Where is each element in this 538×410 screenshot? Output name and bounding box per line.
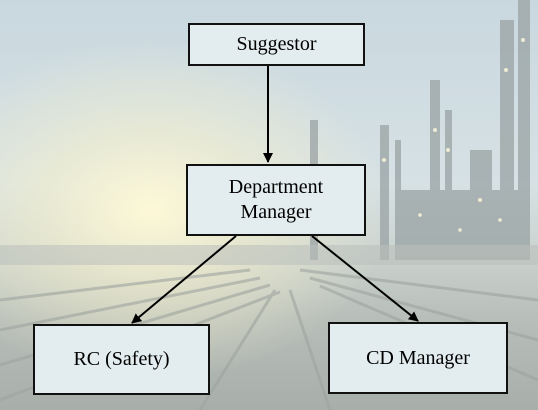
arrow-department-manager-to-rc-safety xyxy=(131,235,237,324)
node-suggestor: Suggestor xyxy=(188,23,365,66)
node-cd-manager: CD Manager xyxy=(328,322,508,394)
arrow-department-manager-to-cd-manager xyxy=(311,235,419,322)
node-rc-safety-label: RC (Safety) xyxy=(73,348,170,370)
node-rc-safety: RC (Safety) xyxy=(33,324,210,395)
node-department-manager: Department Manager xyxy=(186,164,366,236)
node-suggestor-label: Suggestor xyxy=(236,33,317,55)
node-department-manager-label: Department Manager xyxy=(228,176,324,223)
node-cd-manager-label: CD Manager xyxy=(366,346,470,369)
